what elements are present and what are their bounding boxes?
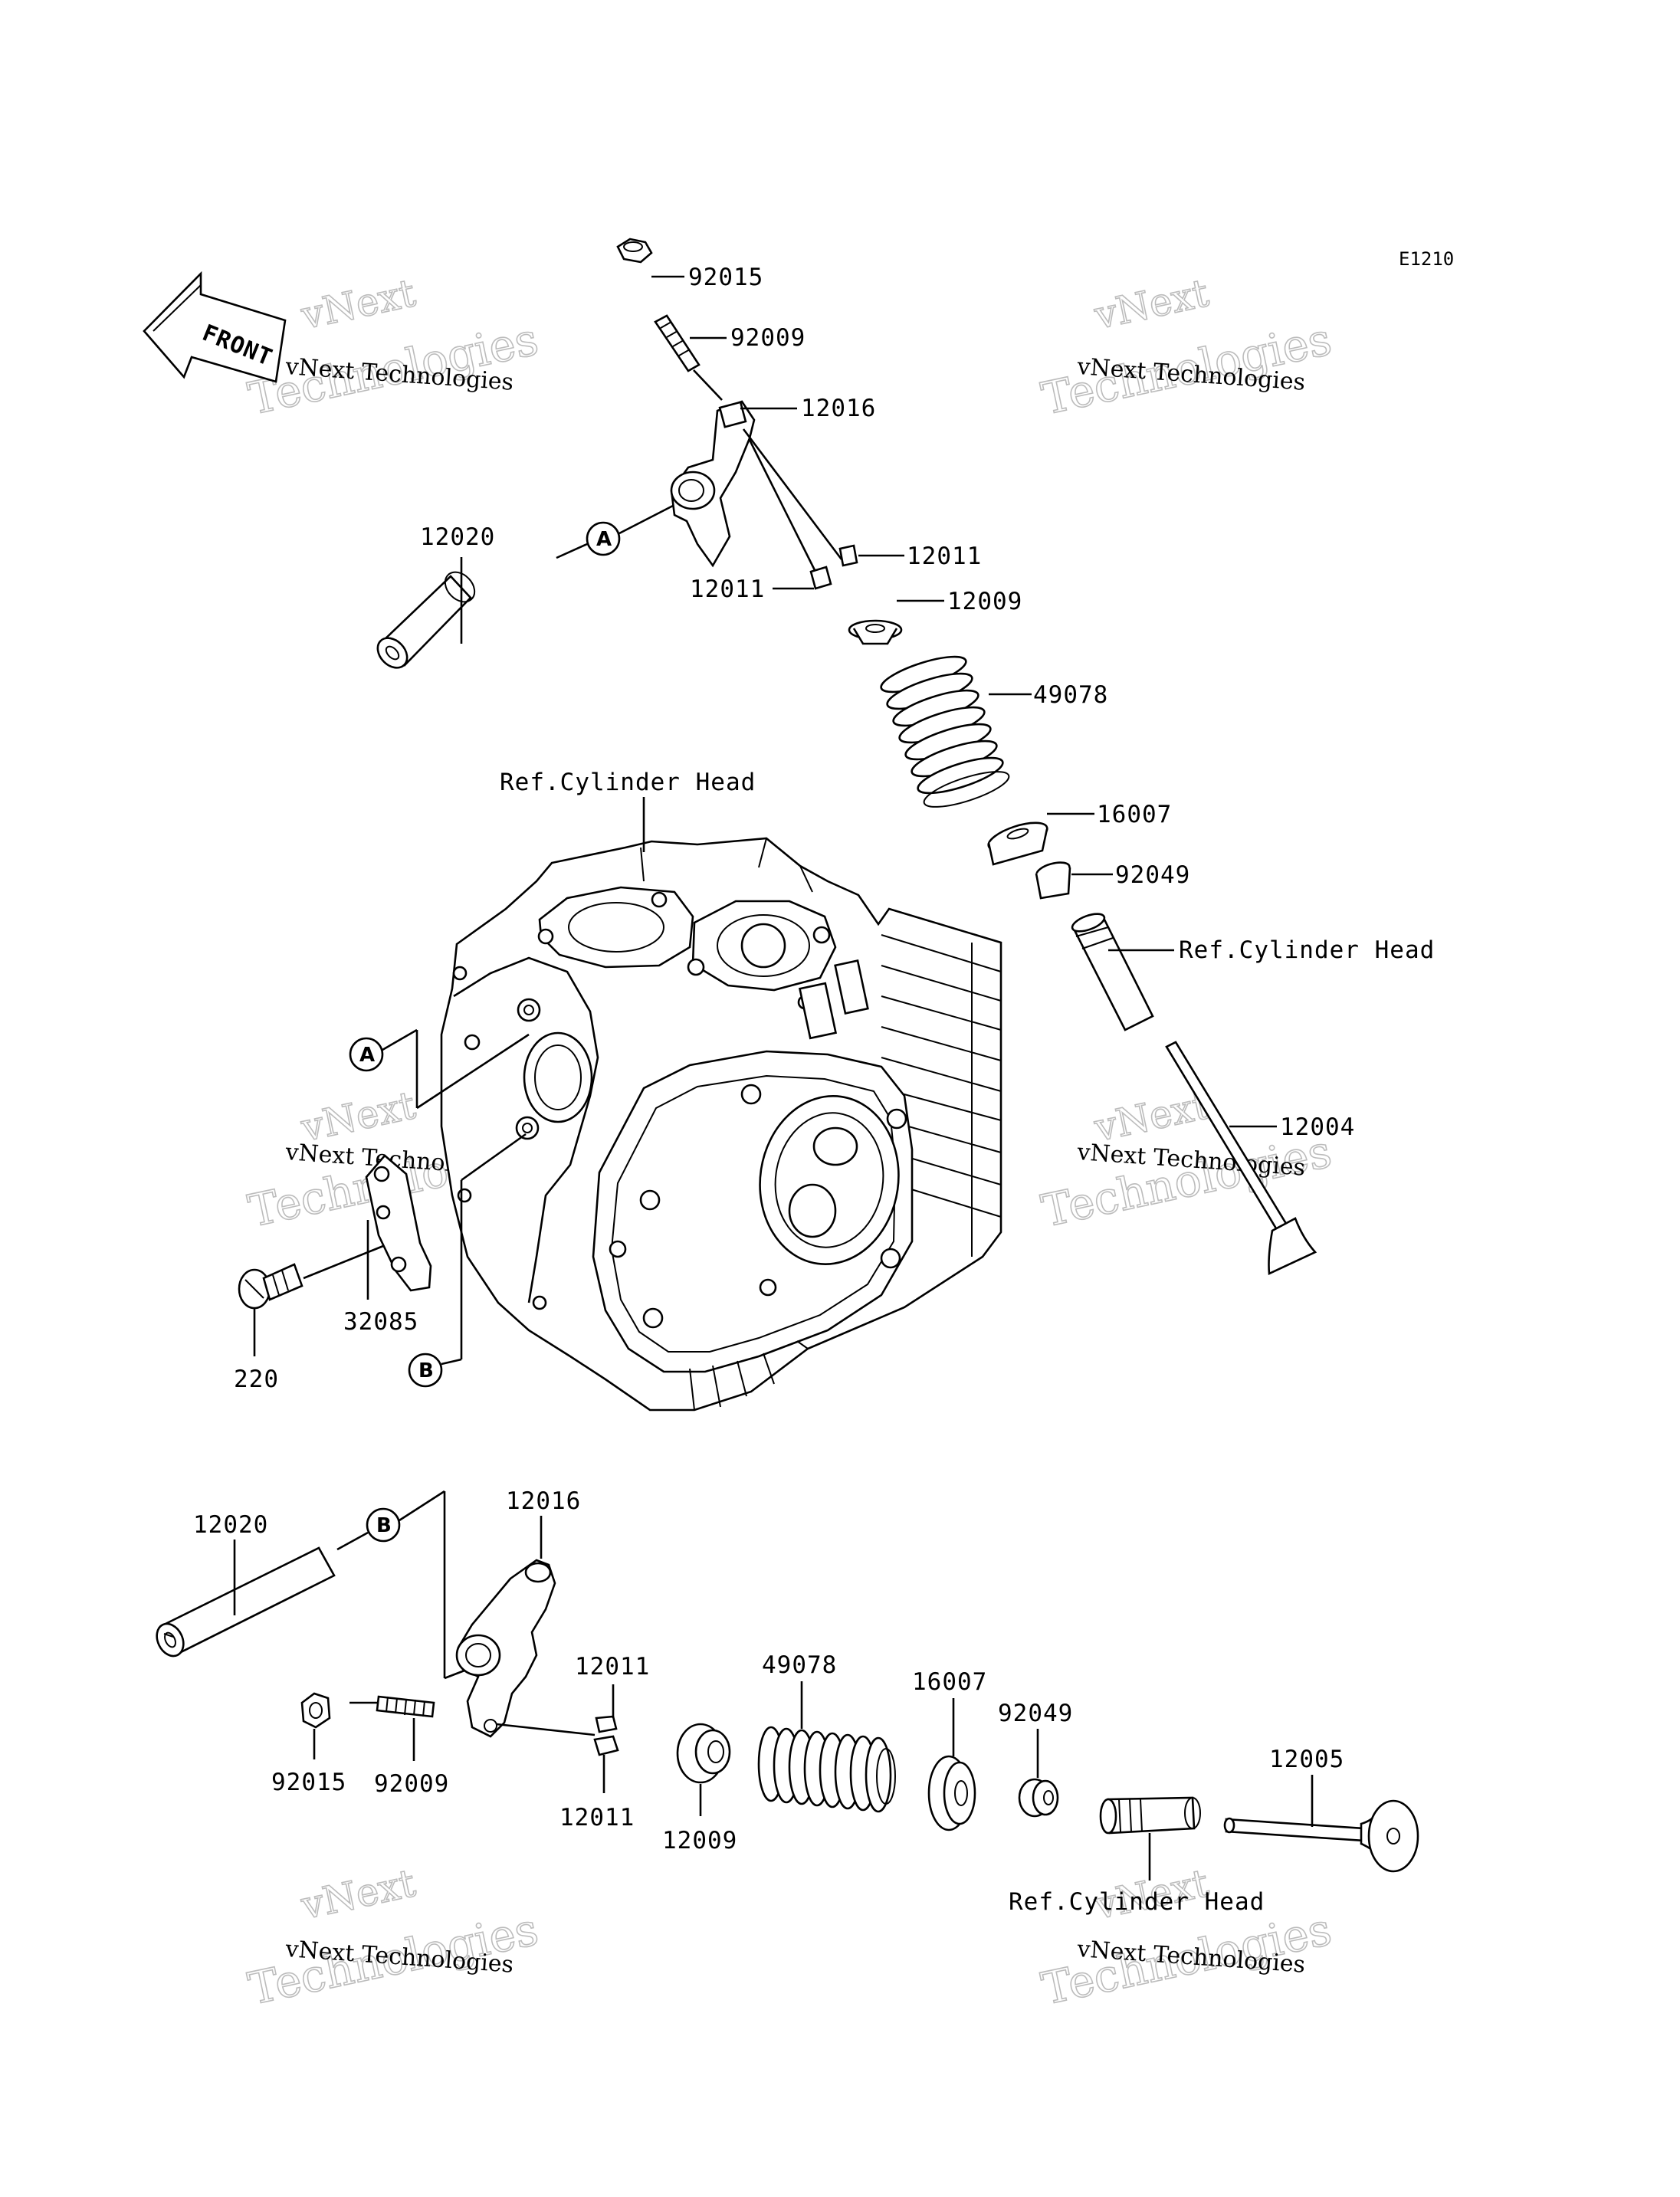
cotter-bottom-upper-icon xyxy=(595,1715,618,1733)
bolt-icon xyxy=(238,1263,304,1310)
rocker-arm-top-icon xyxy=(670,400,756,568)
valve-guide-bottom-icon xyxy=(1099,1796,1201,1835)
part-label-92009-bottom: 92009 xyxy=(374,1770,449,1798)
callout-b-bottom xyxy=(366,1507,401,1543)
part-label-12020-top: 12020 xyxy=(420,523,495,551)
part-label-16007-top: 16007 xyxy=(1097,801,1172,828)
part-label-12020-bottom: 12020 xyxy=(193,1511,268,1539)
cotter-upper-right-icon xyxy=(838,544,858,567)
watermark-top-right: vNext Technologies xyxy=(1037,270,1337,425)
part-label-92009-top: 92009 xyxy=(730,324,806,352)
callout-a-left-text: A xyxy=(359,1044,375,1067)
part-label-12016-top: 12016 xyxy=(801,395,876,422)
callout-a-top-text: A xyxy=(596,528,612,551)
part-label-12005: 12005 xyxy=(1269,1746,1344,1773)
callout-b-left-text: B xyxy=(418,1359,434,1382)
retainer-bottom-icon xyxy=(676,1723,731,1784)
watermark-brand: vNext xyxy=(297,1861,419,1928)
valve-seal-bottom-icon xyxy=(1018,1778,1059,1818)
intake-valve-icon xyxy=(1223,1799,1419,1873)
part-label-49078-bottom: 49078 xyxy=(762,1651,837,1679)
cotter-bottom-lower-icon xyxy=(593,1735,619,1756)
part-label-12009-top: 12009 xyxy=(947,588,1022,615)
cotter-upper-left-icon xyxy=(809,566,832,590)
callout-a-left xyxy=(349,1037,384,1072)
part-label-220: 220 xyxy=(234,1366,279,1393)
rocker-shaft-top-icon xyxy=(376,571,476,669)
part-label-92049-top: 92049 xyxy=(1115,861,1190,889)
part-label-92015-top: 92015 xyxy=(688,264,763,291)
watermark-brand: vNext xyxy=(1090,271,1212,338)
part-label-12016-bottom: 12016 xyxy=(506,1487,581,1515)
part-label-12011-upper-left: 12011 xyxy=(690,575,765,603)
retainer-top-icon xyxy=(848,619,903,645)
part-label-92049-bottom: 92049 xyxy=(998,1700,1073,1727)
part-label-12004: 12004 xyxy=(1280,1113,1355,1141)
part-label-12009-bottom: 12009 xyxy=(662,1827,737,1854)
front-arrow-icon: FRONT xyxy=(143,271,287,383)
exhaust-valve-icon xyxy=(1165,1041,1317,1275)
ref-cylinder-head-guide-top: Ref.Cylinder Head xyxy=(1179,936,1435,964)
nut-top-icon xyxy=(616,238,653,264)
part-label-92015-bottom: 92015 xyxy=(271,1769,346,1796)
part-label-12011-bottom-lower: 12011 xyxy=(559,1804,635,1831)
watermark-bottom-right: vNext Technologies xyxy=(1037,1860,1337,2015)
watermark-brand: vNext xyxy=(297,271,419,338)
part-label-32085: 32085 xyxy=(343,1308,418,1336)
part-label-12011-bottom-upper: 12011 xyxy=(575,1653,650,1681)
callout-b-bottom-text: B xyxy=(376,1514,392,1537)
spring-seat-bottom-icon xyxy=(927,1755,976,1831)
valve-spring-bottom-icon xyxy=(757,1726,896,1813)
valve-spring-top-icon xyxy=(880,655,1010,808)
screw-bottom-icon xyxy=(376,1695,435,1718)
rocker-arm-bottom-icon xyxy=(455,1559,556,1738)
watermark-bottom-left: vNext Technologies xyxy=(244,1860,543,2015)
nut-bottom-icon xyxy=(300,1692,331,1729)
diagram-code: E1210 xyxy=(1399,248,1454,270)
rocker-shaft-bottom-icon xyxy=(156,1546,336,1658)
ref-cylinder-head-center: Ref.Cylinder Head xyxy=(500,769,756,796)
ref-cylinder-head-guide-bottom: Ref.Cylinder Head xyxy=(1009,1888,1265,1916)
spring-seat-top-icon xyxy=(987,821,1048,866)
callout-a-top xyxy=(586,521,621,556)
screw-top-icon xyxy=(654,314,701,372)
part-label-16007-bottom: 16007 xyxy=(912,1668,987,1696)
part-label-49078-top: 49078 xyxy=(1033,681,1108,709)
cylinder-head-icon xyxy=(440,837,1002,1412)
valve-guide-top-icon xyxy=(1071,913,1154,1031)
valve-seal-top-icon xyxy=(1035,861,1071,900)
callout-b-left xyxy=(408,1353,443,1388)
plate-icon xyxy=(365,1154,432,1292)
part-label-12011-upper-right: 12011 xyxy=(907,543,982,570)
